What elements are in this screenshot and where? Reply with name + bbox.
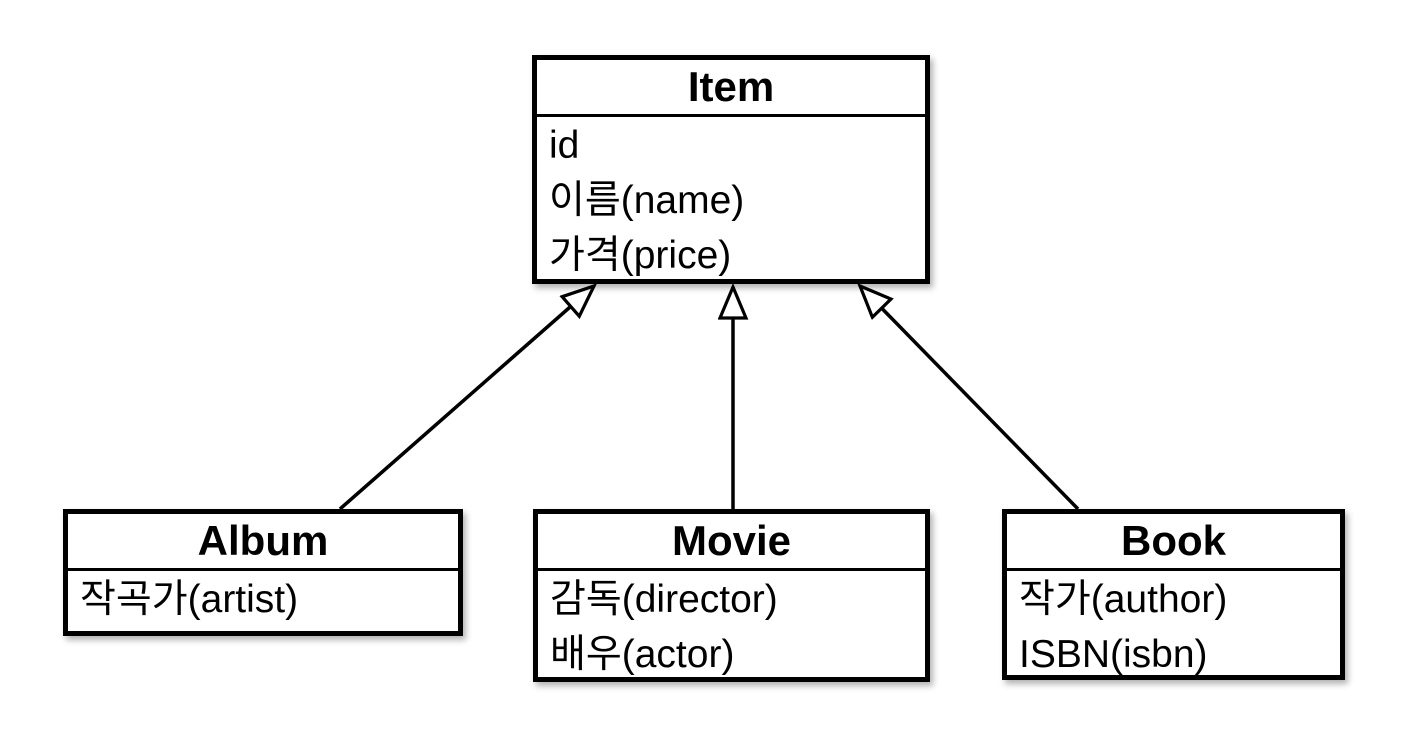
class-attributes-movie: 감독(director) 배우(actor) bbox=[538, 571, 925, 686]
attribute-row: id bbox=[549, 124, 580, 167]
class-box-album: Album 작곡가(artist) bbox=[63, 509, 463, 636]
attribute-row: 가격(price) bbox=[549, 234, 732, 277]
attribute-row: 감독(director) bbox=[550, 578, 778, 621]
class-box-book: Book 작가(author) ISBN(isbn) bbox=[1002, 509, 1345, 680]
attribute-row: 작곡가(artist) bbox=[80, 578, 299, 621]
attribute-row: 배우(actor) bbox=[550, 633, 735, 676]
generalization-arrow-album-to-item bbox=[338, 286, 594, 511]
class-attributes-book: 작가(author) ISBN(isbn) bbox=[1007, 571, 1340, 686]
attribute-row: 작가(author) bbox=[1019, 578, 1228, 621]
class-name-item: Item bbox=[537, 60, 925, 117]
generalization-arrow-book-to-item bbox=[860, 286, 1080, 511]
class-name-album: Album bbox=[68, 514, 458, 571]
class-attributes-item: id 이름(name) 가격(price) bbox=[537, 117, 925, 287]
class-name-movie: Movie bbox=[538, 514, 925, 571]
class-attributes-album: 작곡가(artist) bbox=[68, 571, 458, 631]
attribute-row: 이름(name) bbox=[549, 179, 745, 222]
attribute-row: ISBN(isbn) bbox=[1019, 633, 1208, 676]
class-box-movie: Movie 감독(director) 배우(actor) bbox=[533, 509, 930, 682]
class-name-book: Book bbox=[1007, 514, 1340, 571]
class-box-item: Item id 이름(name) 가격(price) bbox=[532, 55, 930, 284]
